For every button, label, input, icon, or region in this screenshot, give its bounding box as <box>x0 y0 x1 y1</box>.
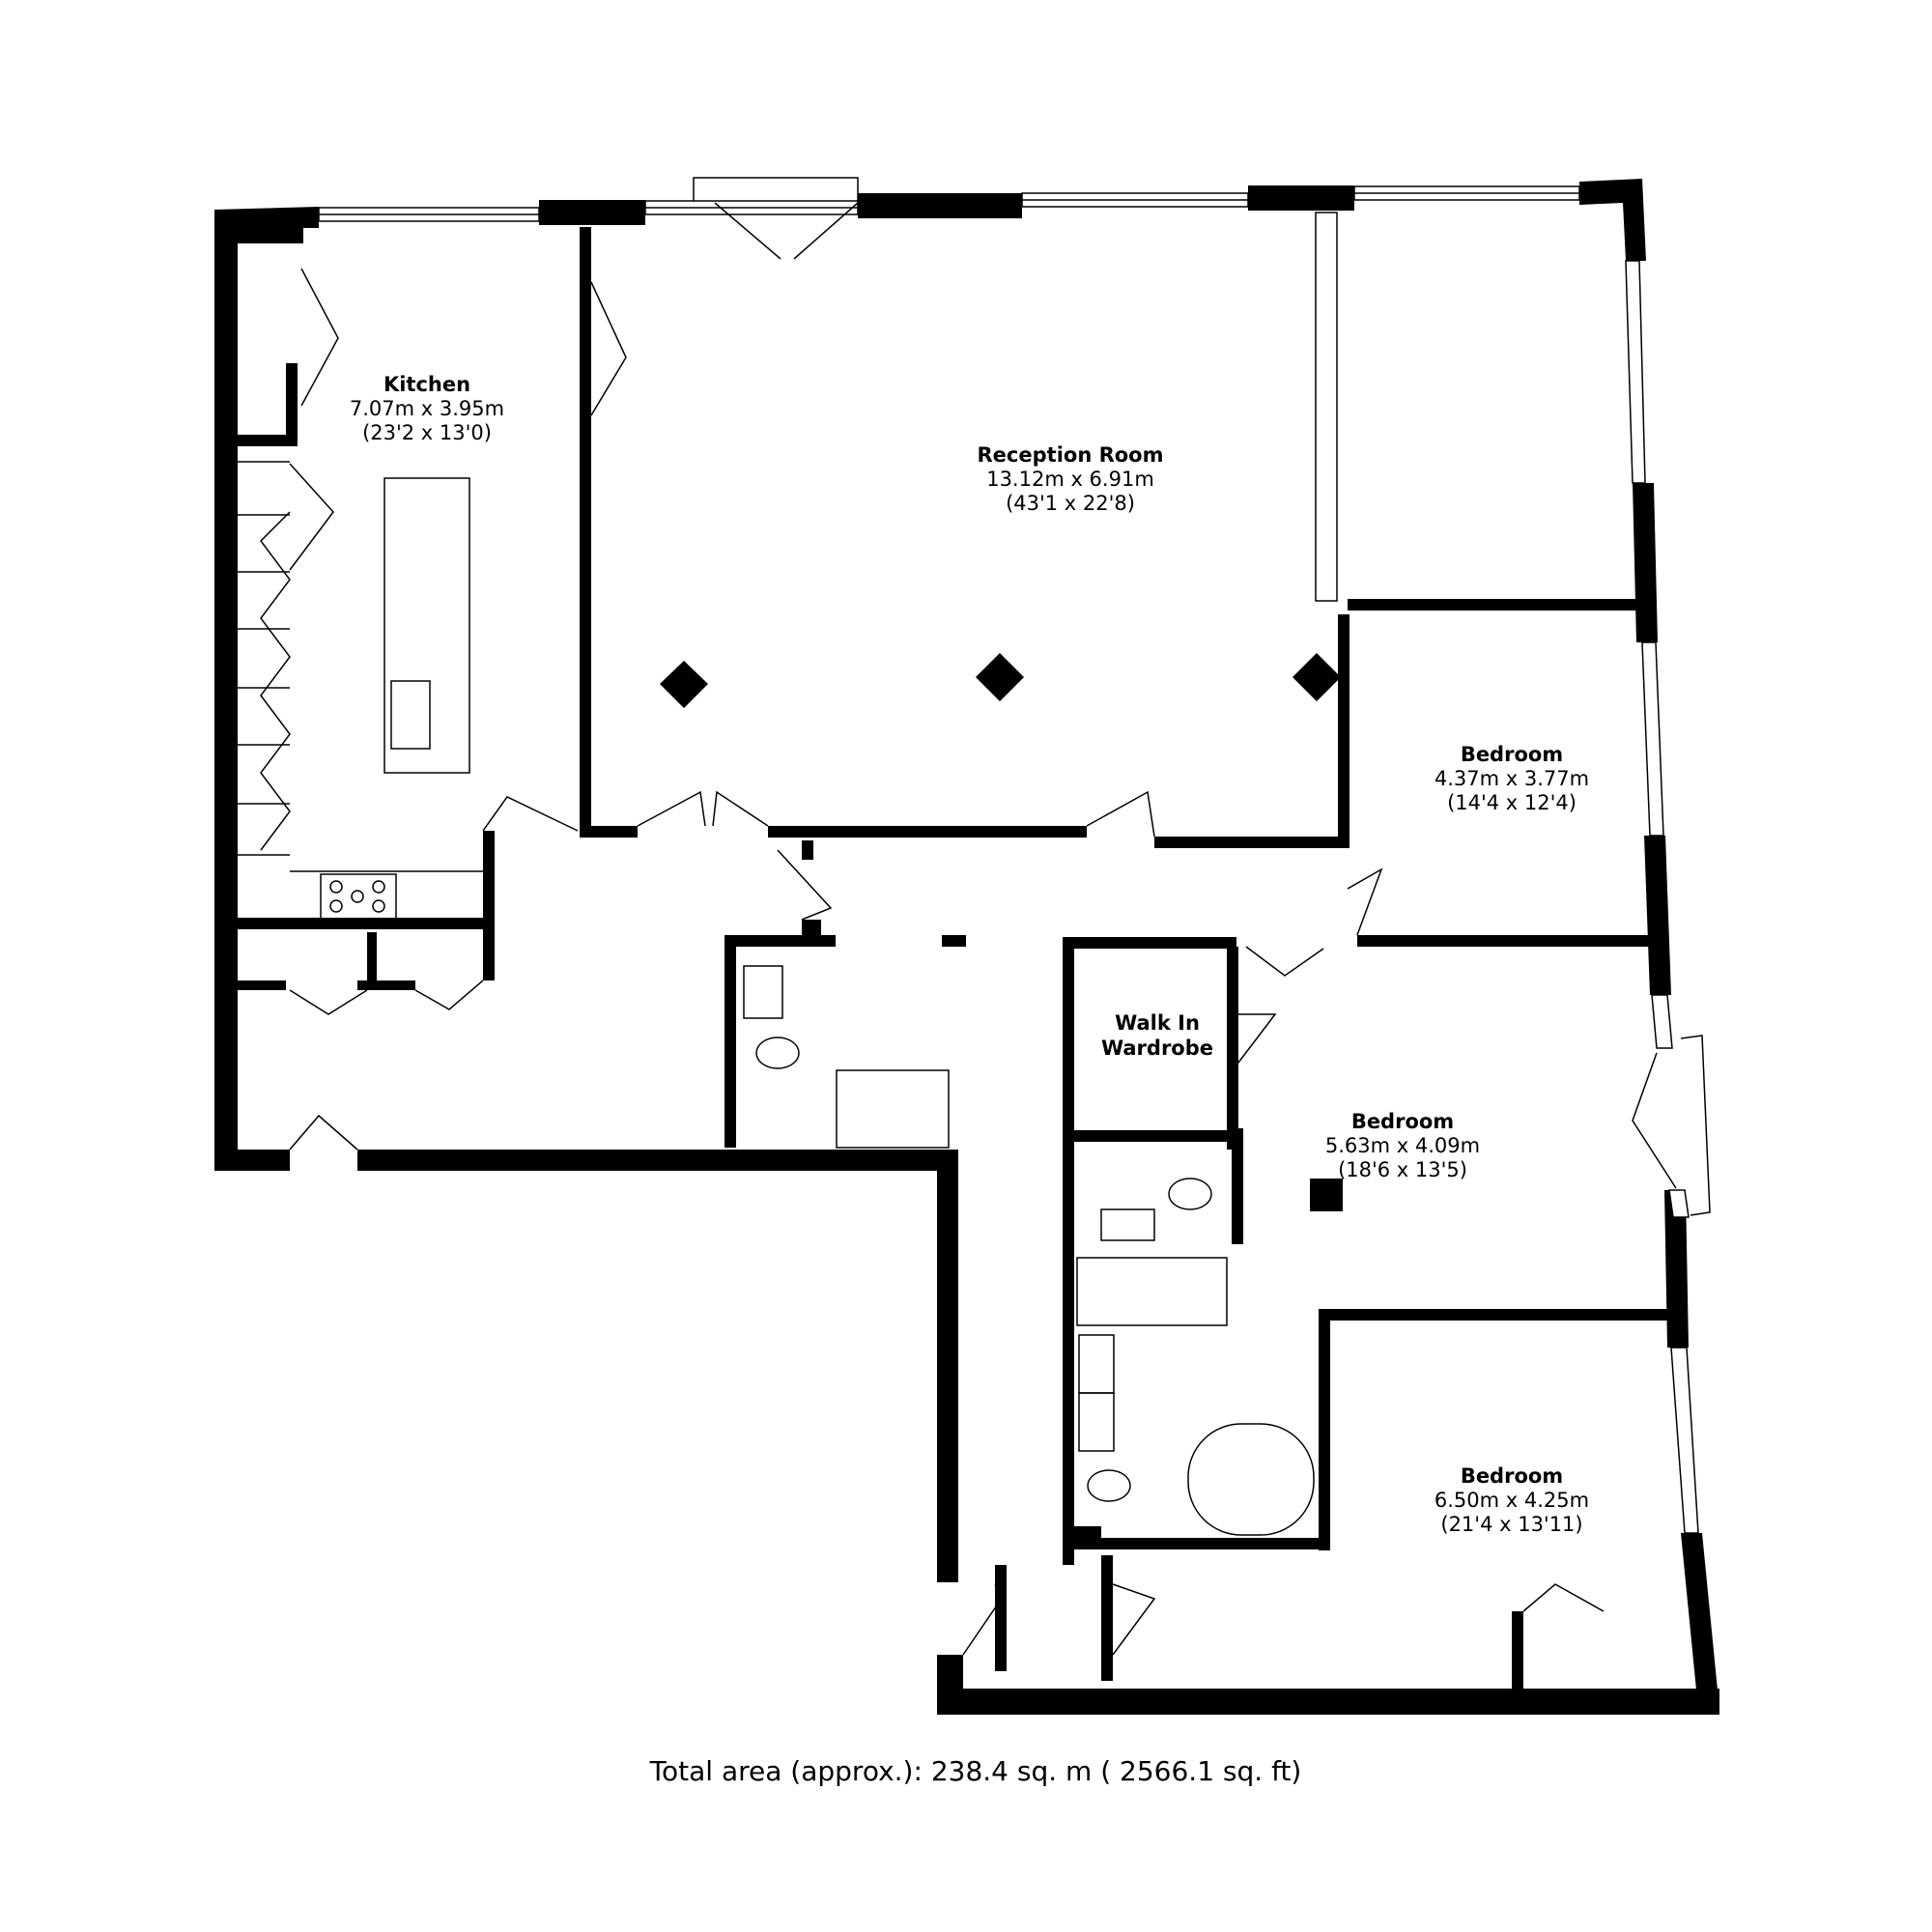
pillar <box>976 653 1024 701</box>
bath <box>1076 1257 1228 1326</box>
basin <box>1100 1208 1155 1241</box>
bedroom2-metric: 5.63m x 4.09m <box>1325 1134 1480 1157</box>
wardrobe-name-line2: Wardrobe <box>1101 1037 1213 1060</box>
toilet <box>1087 1469 1131 1502</box>
shower-tray <box>836 1069 950 1149</box>
bedroom3-metric: 6.50m x 4.25m <box>1435 1489 1589 1512</box>
kitchen-imperial: (23'2 x 13'0) <box>362 421 492 444</box>
basin <box>1078 1334 1115 1394</box>
outer-walls <box>214 179 1719 1715</box>
bedroom2-imperial: (18'6 x 13'5) <box>1338 1158 1467 1181</box>
bedroom2-name: Bedroom <box>1351 1110 1454 1133</box>
toilet <box>755 1037 800 1069</box>
pillar <box>660 661 708 708</box>
pillar <box>1293 653 1341 701</box>
freestanding-bath <box>1187 1423 1315 1536</box>
bedroom1-imperial: (14'4 x 12'4) <box>1447 791 1577 814</box>
hob <box>320 873 397 920</box>
bedroom3-imperial: (21'4 x 13'11) <box>1440 1513 1582 1536</box>
reception-divider <box>1315 212 1338 602</box>
basin <box>743 965 783 1019</box>
wardrobe-name-line1: Walk In <box>1115 1011 1200 1035</box>
toilet <box>1168 1178 1212 1210</box>
room-labels: Kitchen 7.07m x 3.95m (23'2 x 13'0) Rece… <box>350 373 1589 1536</box>
kitchen-cabinets <box>238 461 483 872</box>
kitchen-name: Kitchen <box>384 373 470 396</box>
fixtures <box>238 461 1343 1536</box>
bedroom1-name: Bedroom <box>1461 743 1563 766</box>
pillar <box>1310 1179 1343 1211</box>
reception-metric: 13.12m x 6.91m <box>986 468 1154 491</box>
bedroom3-name: Bedroom <box>1461 1464 1563 1488</box>
bedroom1-metric: 4.37m x 3.77m <box>1435 767 1589 790</box>
basin <box>1078 1392 1115 1452</box>
kitchen-island <box>384 477 470 774</box>
kitchen-metric: 7.07m x 3.95m <box>350 397 504 420</box>
reception-name: Reception Room <box>978 443 1164 467</box>
total-area: Total area (approx.): 238.4 sq. m ( 2566… <box>649 1755 1302 1787</box>
doors <box>260 202 1677 1656</box>
windows <box>318 177 1711 1534</box>
reception-imperial: (43'1 x 22'8) <box>1006 492 1135 515</box>
interior-walls <box>238 227 1676 1698</box>
